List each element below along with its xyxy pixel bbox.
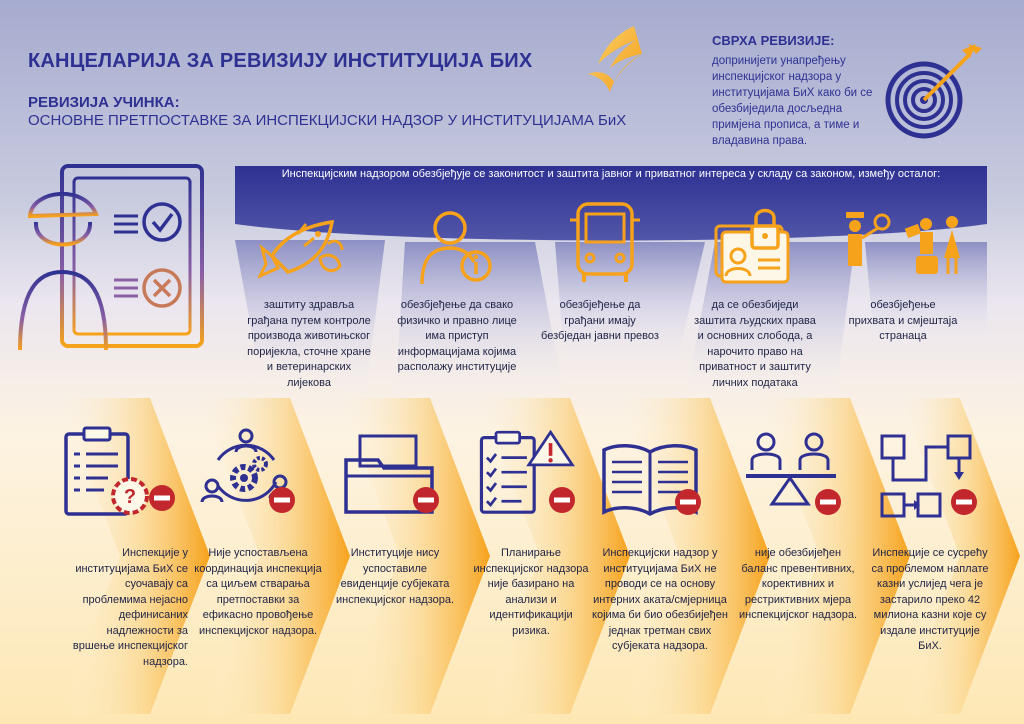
- border-control-icon: [846, 212, 960, 274]
- finding-caption-6: није обезбијеђен баланс превентивних, ко…: [738, 547, 858, 621]
- goal-caption-4: да се обезбиједи заштита људских права и…: [694, 299, 816, 389]
- finding-caption-4: Планирање инспекцијског надзора није баз…: [473, 547, 589, 637]
- finding-caption-1: Инспекције у институцијама БиХ се суочав…: [72, 547, 188, 668]
- no-entry-icon: [413, 487, 439, 513]
- book-icon: [602, 444, 698, 517]
- checklist-warning-icon: [479, 429, 575, 514]
- goal-caption-2: обезбјеђење да свако физичко и правно ли…: [397, 299, 517, 373]
- finding-caption-7: Инспекције се сусрећу са проблемом напла…: [871, 547, 989, 652]
- no-entry-icon: [951, 489, 977, 515]
- spotlight-beams: [235, 240, 987, 400]
- no-entry-icon: [549, 487, 575, 513]
- bus-icon: [570, 202, 640, 282]
- no-entry-icon: [149, 485, 175, 511]
- folder-icon: [344, 434, 434, 514]
- finding-caption-5: Инспекцијски надзор у институцијама БиХ …: [592, 547, 728, 652]
- band-text: Инспекцијским надзором обезбјеђује се за…: [281, 168, 941, 180]
- subtitle-label: РЕВИЗИЈА УЧИНКА:: [28, 94, 180, 111]
- purpose-text: допринијети унапређењу инспекцијског над…: [712, 55, 873, 147]
- page-title: КАНЦЕЛАРИЈА ЗА РЕВИЗИЈУ ИНСТИТУЦИЈА БИХ: [28, 50, 533, 72]
- id-lock-icon: [714, 208, 790, 284]
- inspector-illustration: [18, 164, 204, 351]
- finding-caption-2: Није успостављена координација инспекциј…: [194, 547, 322, 637]
- findings-chevrons: [60, 398, 1020, 714]
- no-entry-icon: [269, 487, 295, 513]
- target-icon: [885, 44, 982, 139]
- balance-icon: [746, 432, 836, 506]
- purpose-title: СВРХА РЕВИЗИЈЕ:: [712, 33, 835, 48]
- person-info-icon: [420, 211, 492, 285]
- goal-caption-3: обезбјеђење да грађани имају безбједан ј…: [541, 299, 659, 342]
- no-entry-icon: [815, 489, 841, 515]
- subtitle-text: ОСНОВНЕ ПРЕТПОСТАВКЕ ЗА ИНСПЕКЦИЈСКИ НАД…: [28, 112, 627, 129]
- goal-caption-5: обезбјеђење прихвата и смјештаја странац…: [848, 299, 958, 342]
- finding-caption-3: Институције нису успоставиле евиденције …: [335, 547, 455, 606]
- fish-icon: [258, 219, 344, 279]
- no-entry-icon: [675, 489, 701, 515]
- goal-caption-1: заштиту здравља грађана путем контроле п…: [247, 299, 371, 389]
- clipboard-gear-icon: ?: [64, 426, 149, 516]
- logo-icon: [588, 26, 642, 92]
- svg-text:?: ?: [124, 486, 136, 508]
- flowchart-icon: [880, 434, 972, 518]
- coordination-icon: [200, 428, 292, 503]
